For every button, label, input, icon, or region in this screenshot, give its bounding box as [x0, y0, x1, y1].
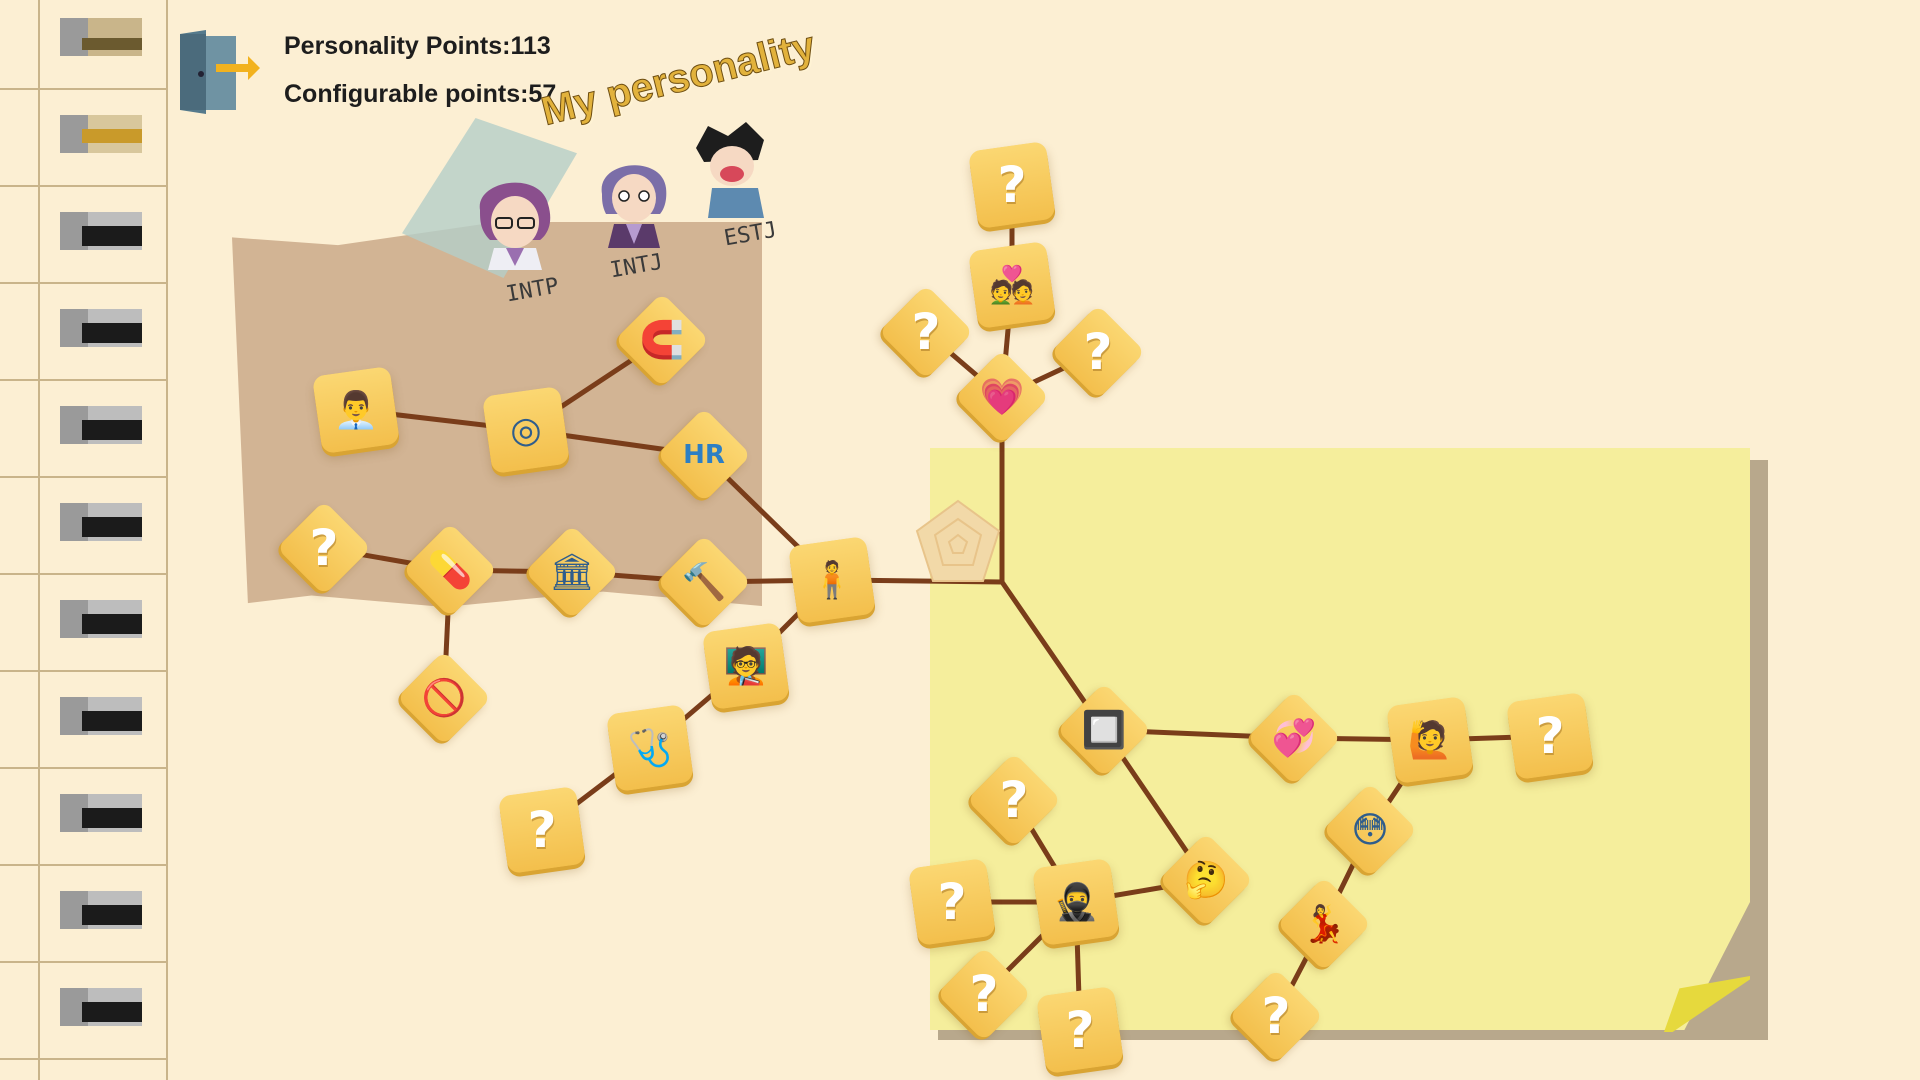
skill-node-blush[interactable]: 😳 — [1322, 782, 1418, 878]
saved-slot-thumbnail[interactable] — [60, 309, 142, 347]
question-mark-icon: ? — [911, 303, 941, 361]
skill-node-locked[interactable]: ? — [1050, 304, 1146, 400]
question-mark-icon: ? — [1535, 707, 1565, 765]
skill-node-locked[interactable]: ? — [1228, 968, 1324, 1064]
lovers-icon: 💑 — [989, 265, 1035, 306]
skill-node-locked[interactable]: ? — [936, 946, 1032, 1042]
presenter-icon: 🧑‍🏫 — [723, 646, 769, 687]
no-alcohol-icon: 🚫 — [421, 678, 467, 719]
left-ledger — [0, 0, 168, 1080]
ledger-row-line — [0, 1058, 168, 1060]
skill-node-chip[interactable]: 🔲 — [1056, 682, 1152, 778]
skill-node-dancer[interactable]: 💃 — [1276, 876, 1372, 972]
question-mark-icon: ? — [1065, 1001, 1095, 1059]
skill-node-hammer[interactable]: 🔨 — [656, 534, 752, 630]
thinker-icon: 🤔 — [1183, 860, 1229, 901]
estj-avatar-icon — [696, 122, 764, 218]
heart-bubble-icon: 💗 — [979, 377, 1025, 418]
question-mark-icon: ? — [1261, 987, 1291, 1045]
hammer-icon: 🔨 — [681, 562, 727, 603]
burglar-icon: 🥷 — [1053, 882, 1099, 923]
waving-man-icon: 🙋 — [1407, 720, 1453, 761]
chip-icon: 🔲 — [1081, 710, 1127, 751]
ledger-row-line — [0, 864, 168, 866]
skill-node-locked[interactable]: ? — [1505, 691, 1595, 781]
ledger-row-line — [0, 282, 168, 284]
question-mark-icon: ? — [527, 801, 557, 859]
target-icon: ◎ — [510, 409, 542, 451]
date-icon: 💞 — [1271, 718, 1317, 759]
skill-node-locked[interactable]: ? — [276, 500, 372, 596]
skill-node-hr[interactable]: HR — [656, 407, 752, 503]
hr-icon: HR — [683, 440, 725, 470]
skill-node-no-alcohol[interactable]: 🚫 — [396, 650, 492, 746]
question-mark-icon: ? — [997, 156, 1027, 214]
intj-avatar-icon — [601, 165, 667, 248]
intp-avatar-icon — [479, 182, 551, 270]
pills-icon: 💊 — [427, 550, 473, 591]
ledger-row-line — [0, 961, 168, 963]
skill-core-pentagon[interactable] — [913, 497, 1003, 587]
person-icon: 🧍 — [809, 560, 855, 601]
ledger-margin-line — [38, 0, 40, 1080]
skill-node-target[interactable]: ◎ — [481, 385, 571, 475]
skill-node-burglar[interactable]: 🥷 — [1031, 857, 1121, 947]
skill-node-lovers[interactable]: 💑 — [967, 240, 1057, 330]
question-mark-icon: ? — [309, 519, 339, 577]
exit-door-button[interactable] — [176, 30, 260, 114]
personality-avatar-intp[interactable] — [470, 170, 560, 270]
skill-node-locked[interactable]: ? — [907, 857, 997, 947]
skill-node-locked[interactable]: ? — [1035, 985, 1125, 1075]
saved-slot-thumbnail[interactable] — [60, 988, 142, 1026]
blush-icon: 😳 — [1351, 809, 1389, 851]
skill-node-locked[interactable]: ? — [497, 785, 587, 875]
skill-node-presenter[interactable]: 🧑‍🏫 — [701, 621, 791, 711]
ledger-row-line — [0, 476, 168, 478]
skill-node-library[interactable]: 🏛 — [524, 524, 620, 620]
question-mark-icon: ? — [1083, 323, 1113, 381]
ledger-edge-line — [166, 0, 168, 1080]
question-mark-icon: ? — [999, 771, 1029, 829]
library-icon: 🏛 — [549, 552, 595, 593]
personality-avatar-intj[interactable] — [588, 148, 678, 248]
exit-door-icon — [180, 30, 260, 114]
ledger-row-line — [0, 573, 168, 575]
skill-node-magnet[interactable]: 🧲 — [614, 292, 710, 388]
saved-slot-thumbnail[interactable] — [60, 600, 142, 638]
saved-slot-thumbnail[interactable] — [60, 18, 142, 56]
ledger-row-line — [0, 185, 168, 187]
skill-node-waving-man[interactable]: 🙋 — [1385, 695, 1475, 785]
saved-slot-thumbnail[interactable] — [60, 697, 142, 735]
pentagon-icon — [915, 499, 1001, 582]
magnet-icon: 🧲 — [639, 320, 685, 361]
skill-node-locked[interactable]: ? — [967, 140, 1057, 230]
skill-node-heart-bubble[interactable]: 💗 — [954, 349, 1050, 445]
saved-slot-thumbnail[interactable] — [60, 503, 142, 541]
saved-slot-thumbnail[interactable] — [60, 794, 142, 832]
saved-slot-thumbnail[interactable] — [60, 891, 142, 929]
saved-slot-thumbnail[interactable] — [60, 406, 142, 444]
skill-node-person[interactable]: 🧍 — [787, 535, 877, 625]
stethoscope-icon: 🩺 — [627, 728, 673, 769]
skill-node-manager[interactable]: 👨‍💼 — [311, 365, 401, 455]
skill-node-thinker[interactable]: 🤔 — [1158, 832, 1254, 928]
skill-node-date[interactable]: 💞 — [1246, 690, 1342, 786]
skill-node-stethoscope[interactable]: 🩺 — [605, 703, 695, 793]
saved-slot-thumbnail[interactable] — [60, 115, 142, 153]
dancer-icon: 💃 — [1301, 904, 1347, 945]
saved-slot-thumbnail[interactable] — [60, 212, 142, 250]
skill-node-locked[interactable]: ? — [878, 284, 974, 380]
personality-avatar-estj[interactable] — [688, 118, 778, 218]
ledger-row-line — [0, 670, 168, 672]
personality-points-label: Personality Points:113 — [284, 32, 551, 60]
skill-node-locked[interactable]: ? — [966, 752, 1062, 848]
question-mark-icon: ? — [969, 965, 999, 1023]
ledger-row-line — [0, 379, 168, 381]
configurable-points-label: Configurable points:57 — [284, 80, 557, 108]
manager-icon: 👨‍💼 — [333, 390, 379, 431]
question-mark-icon: ? — [937, 873, 967, 931]
ledger-row-line — [0, 88, 168, 90]
ledger-row-line — [0, 767, 168, 769]
skill-node-pills[interactable]: 💊 — [402, 522, 498, 618]
